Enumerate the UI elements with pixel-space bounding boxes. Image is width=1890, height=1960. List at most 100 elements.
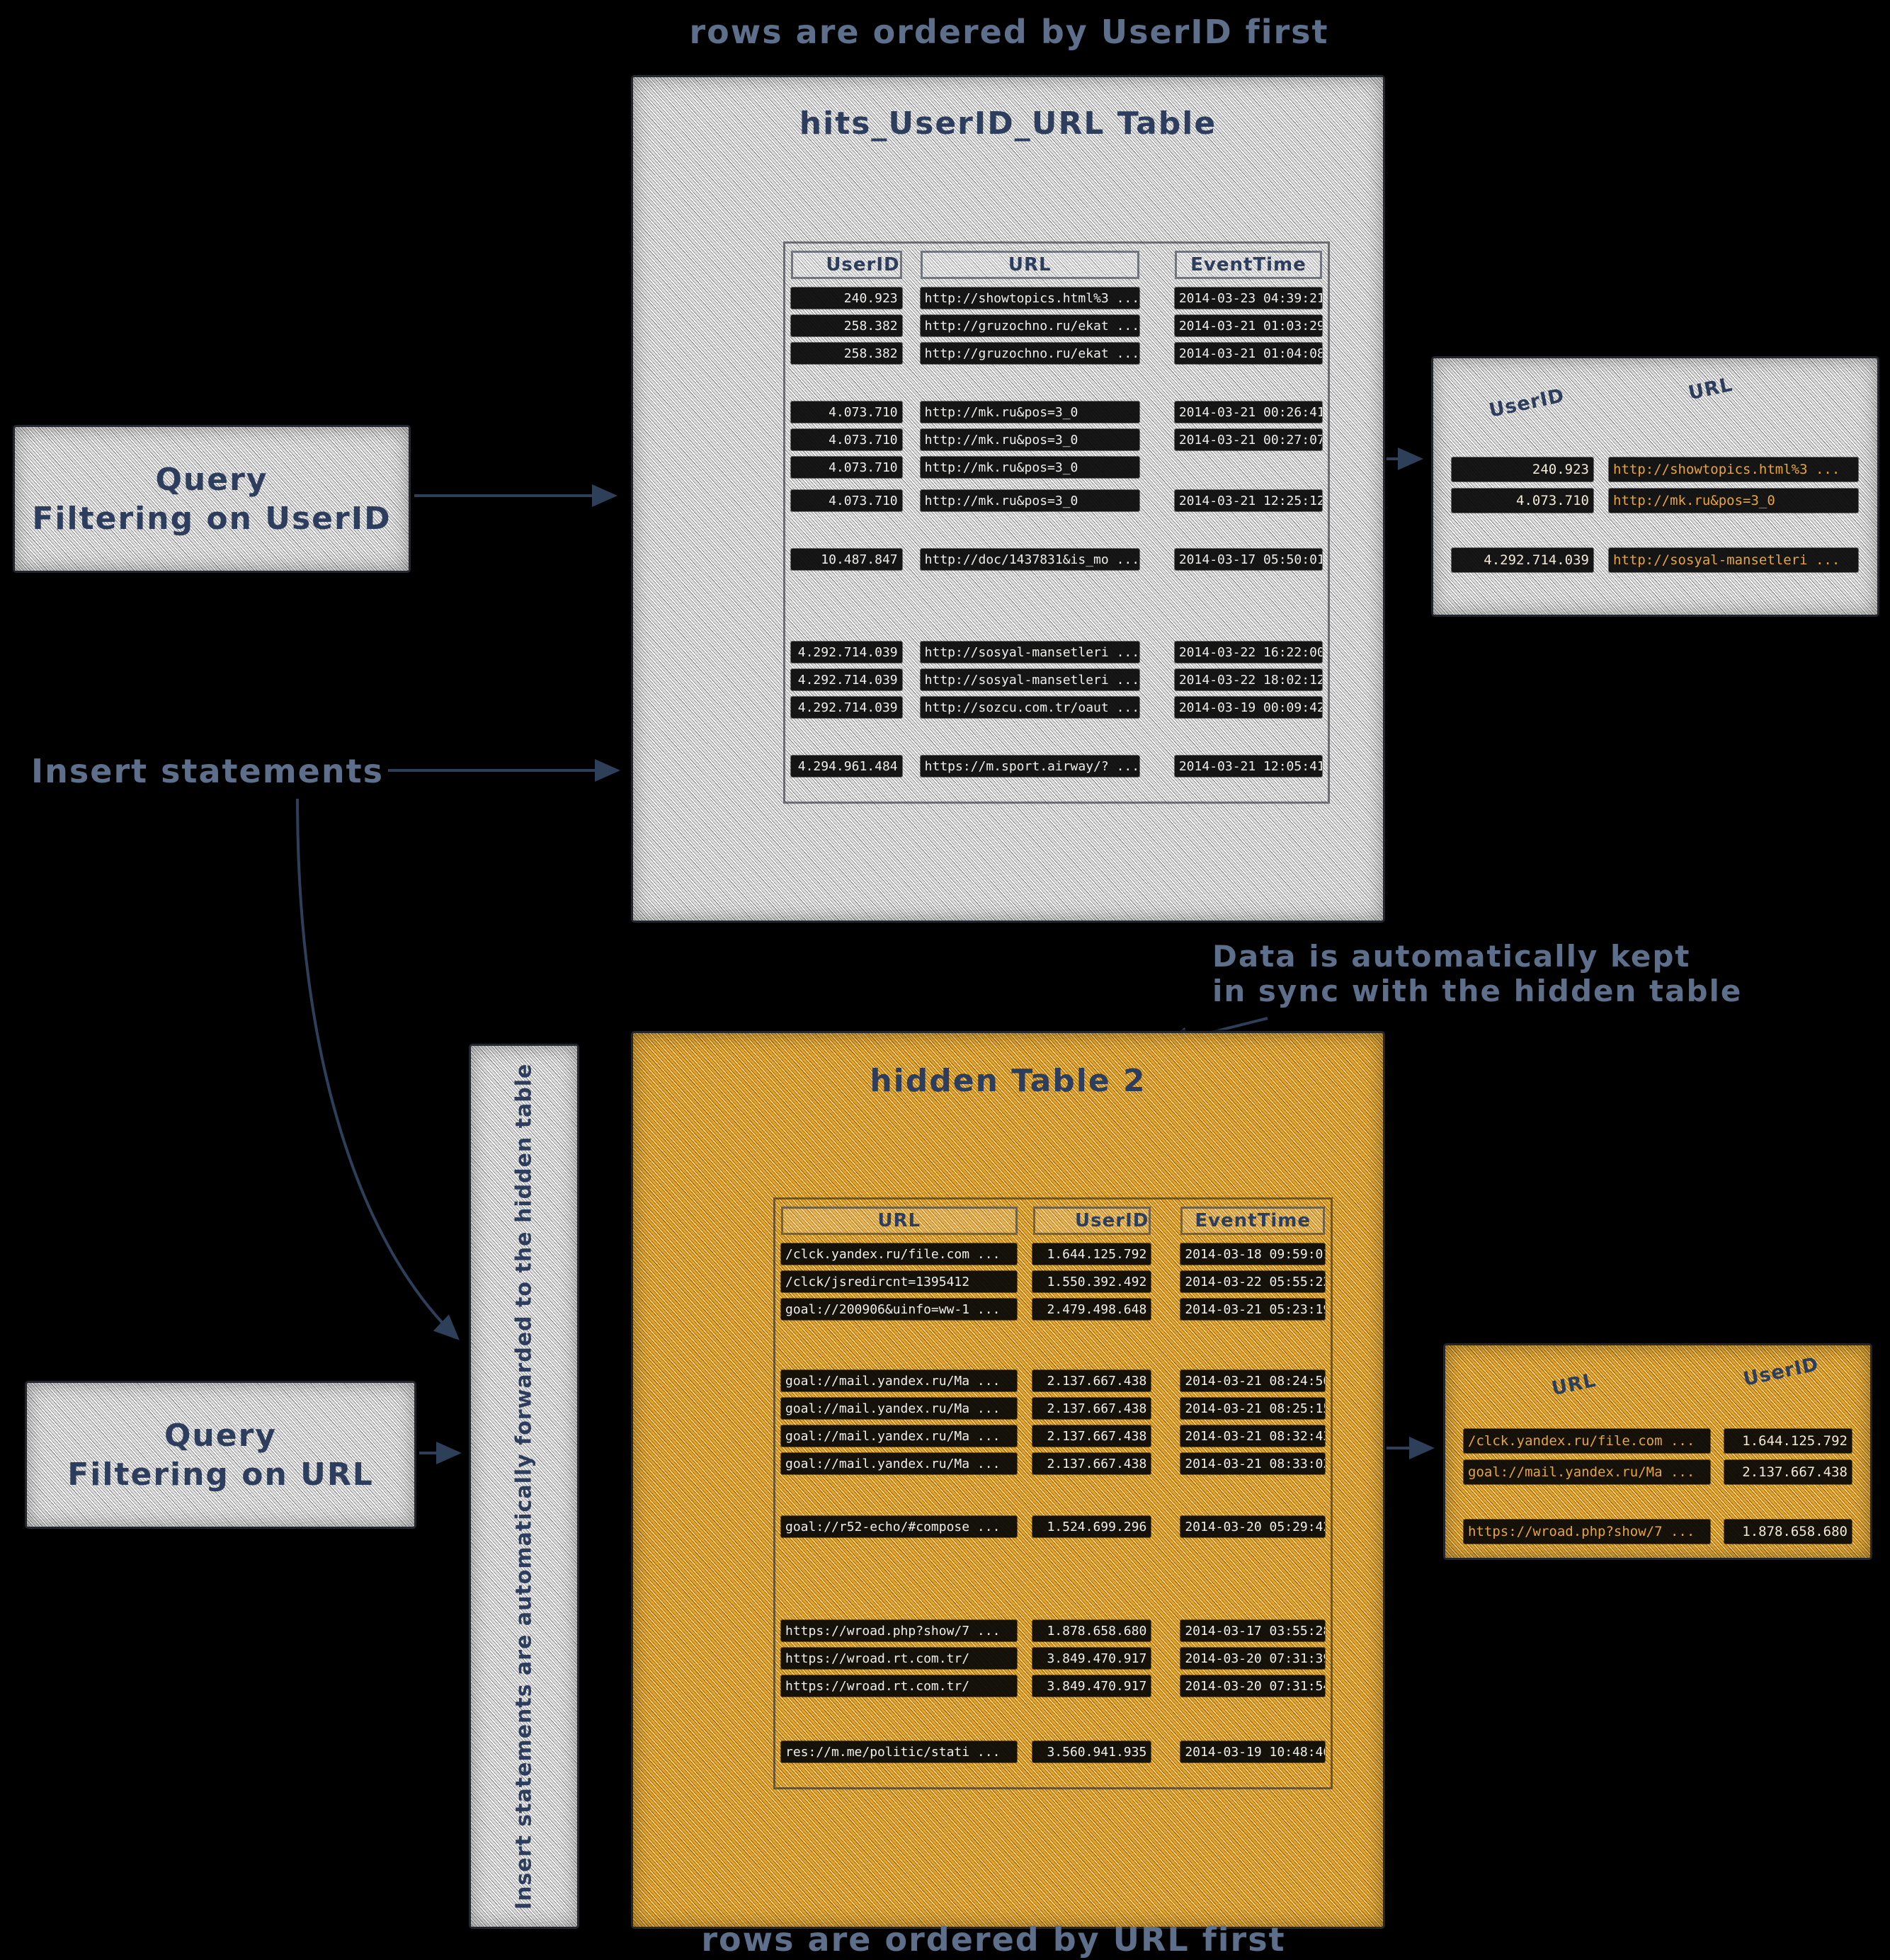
table-cell: goal://r52-echo/#compose ... <box>781 1516 1018 1537</box>
hidden-table-rows: /clck.yandex.ru/file.com ...1.644.125.79… <box>781 1243 1326 1762</box>
row-group-gap <box>781 1544 1325 1620</box>
hidden-table: URL UserID EventTime /clck.yandex.ru/fil… <box>773 1197 1333 1789</box>
table-cell: 4.073.710 <box>791 429 902 450</box>
table-cell: http://sozcu.com.tr/oaut ... <box>920 697 1139 718</box>
note-ordered-by-url: rows are ordered by URL first <box>701 1920 1286 1959</box>
table-cell: 2014-03-21 01:04:08 <box>1174 343 1322 364</box>
table-cell: 240.923 <box>791 287 902 309</box>
table-cell: 2014-03-20 07:31:54 <box>1180 1675 1326 1697</box>
table-cell: 2014-03-21 05:23:19 <box>1180 1299 1326 1320</box>
table-cell: 2014-03-17 05:50:01 <box>1174 549 1322 570</box>
table-cell: 3.849.470.917 <box>1032 1648 1151 1669</box>
table-cell: 2014-03-18 09:59:01 <box>1180 1243 1326 1265</box>
table-cell: 4.073.710 <box>791 490 902 511</box>
table-cell: 2014-03-21 08:24:50 <box>1180 1370 1326 1391</box>
table-cell: 2.137.667.438 <box>1032 1453 1151 1474</box>
table-row: https://wroad.php?show/7 ... 1.878.658.68… <box>781 1620 1326 1641</box>
row-group-gap <box>781 1326 1325 1370</box>
table-row: /clck.yandex.ru/file.com ... 1.644.125.79… <box>1464 1429 1852 1453</box>
column-header-eventtime: EventTime <box>1174 251 1323 279</box>
table-row: 4.292.714.039 http://sosyal-mansetleri ..… <box>791 669 1322 690</box>
insert-pipeline-label: Insert statements are automatically forw… <box>511 1063 537 1910</box>
table-cell: 4.292.714.039 <box>1452 548 1593 572</box>
row-group-gap <box>1464 1491 1852 1520</box>
table-cell: 2014-03-21 08:32:43 <box>1180 1425 1326 1447</box>
insert-pipeline-bar: Insert statements are automatically forw… <box>469 1044 579 1929</box>
result-header-userid: UserID <box>1486 384 1567 422</box>
table-cell: 2.137.667.438 <box>1724 1460 1852 1484</box>
table-cell: goal://mail.yandex.ru/Ma ... <box>781 1398 1018 1419</box>
main-table-header-row: UserID URL EventTime <box>791 251 1323 279</box>
table-row: 4.292.714.039 http://sozcu.com.tr/oaut ..… <box>791 697 1322 718</box>
table-cell: 4.292.714.039 <box>791 642 902 663</box>
arrow-insert-to-hidden <box>296 798 460 1340</box>
table-row: https://wroad.php?show/7 ...1.878.658.68… <box>1464 1520 1852 1544</box>
table-cell: res://m.me/politic/stati ... <box>781 1741 1018 1762</box>
table-cell: 2.137.667.438 <box>1032 1425 1151 1447</box>
column-header-userid: UserID <box>1032 1207 1151 1235</box>
table-cell: 2014-03-22 05:55:22 <box>1180 1271 1326 1292</box>
query-userid-line2: Filtering on UserID <box>32 500 392 537</box>
table-cell: 4.292.714.039 <box>791 697 902 718</box>
table-cell: 4.292.714.039 <box>791 669 902 690</box>
table-cell: 258.382 <box>791 343 902 364</box>
row-group-gap <box>791 370 1322 401</box>
table-cell: http://showtopics.html%3 ... <box>920 287 1139 309</box>
table-cell: 2014-03-22 16:22:00 <box>1174 642 1322 663</box>
table-cell: 2014-03-21 08:25:15 <box>1180 1398 1326 1419</box>
sync-note: Data is automatically kept in sync with … <box>1212 939 1742 1008</box>
hidden-table-header-row: URL UserID EventTime <box>781 1207 1325 1235</box>
table-cell: 1.644.125.792 <box>1724 1429 1852 1453</box>
table-cell: 2.137.667.438 <box>1032 1398 1151 1419</box>
insert-statements-label: Insert statements <box>31 752 384 790</box>
table-cell: 2014-03-21 12:05:41 <box>1174 756 1322 777</box>
main-table: UserID URL EventTime 240.923 http://showt… <box>783 241 1330 804</box>
table-cell: 4.073.710 <box>791 401 902 423</box>
column-header-url: URL <box>781 1207 1018 1235</box>
table-cell: 2014-03-19 10:48:46 <box>1180 1741 1326 1762</box>
table-cell: /clck.yandex.ru/file.com ... <box>781 1243 1018 1265</box>
hidden-table-block: hidden Table 2 URL UserID EventTime /clc… <box>631 1031 1385 1929</box>
table-cell: 3.849.470.917 <box>1032 1675 1151 1697</box>
table-cell: http://mk.ru&pos=3_0 <box>1609 489 1858 513</box>
query-url-line2: Filtering on URL <box>67 1456 374 1493</box>
column-header-eventtime: EventTime <box>1180 1207 1325 1235</box>
table-cell: 2014-03-22 18:02:12 <box>1174 669 1322 690</box>
url-result-box: URL UserID /clck.yandex.ru/file.com ...1… <box>1443 1343 1872 1560</box>
table-cell: 2014-03-21 00:26:41 <box>1174 401 1322 423</box>
table-row: goal://200906&uinfo=ww-1 ...2.479.498.64… <box>781 1299 1326 1320</box>
row-group-gap <box>781 1703 1325 1741</box>
table-row: res://m.me/politic/stati ...3.560.941.93… <box>781 1741 1326 1762</box>
table-row: goal://mail.yandex.ru/Ma ...2.137.667.43… <box>781 1425 1326 1447</box>
row-group-gap <box>1452 520 1859 548</box>
table-cell: http://sosyal-mansetleri ... <box>920 642 1139 663</box>
sync-note-line2: in sync with the hidden table <box>1212 974 1743 1008</box>
table-cell: 1.878.658.680 <box>1032 1620 1151 1641</box>
table-cell: https://wroad.php?show/7 ... <box>781 1620 1018 1641</box>
query-userid-box: Query Filtering on UserID <box>13 425 411 573</box>
table-cell: 1.524.699.296 <box>1032 1516 1151 1537</box>
main-table-rows: 240.923 http://showtopics.html%3 ... 2014-… <box>791 287 1322 777</box>
table-row: 4.292.714.039 http://sosyal-mansetleri ..… <box>791 642 1322 663</box>
table-cell: http://mk.ru&pos=3_0 <box>920 429 1139 450</box>
table-row: goal://mail.yandex.ru/Ma ... 2.137.667.43… <box>781 1398 1326 1419</box>
table-cell: goal://mail.yandex.ru/Ma ... <box>781 1453 1018 1474</box>
table-cell: https://m.sport.airway/? ... <box>920 756 1139 777</box>
sync-note-line1: Data is automatically kept <box>1212 939 1691 974</box>
table-cell: /clck.yandex.ru/file.com ... <box>1464 1429 1710 1453</box>
table-cell: http://sosyal-mansetleri ... <box>920 669 1139 690</box>
row-group-gap <box>791 576 1322 642</box>
